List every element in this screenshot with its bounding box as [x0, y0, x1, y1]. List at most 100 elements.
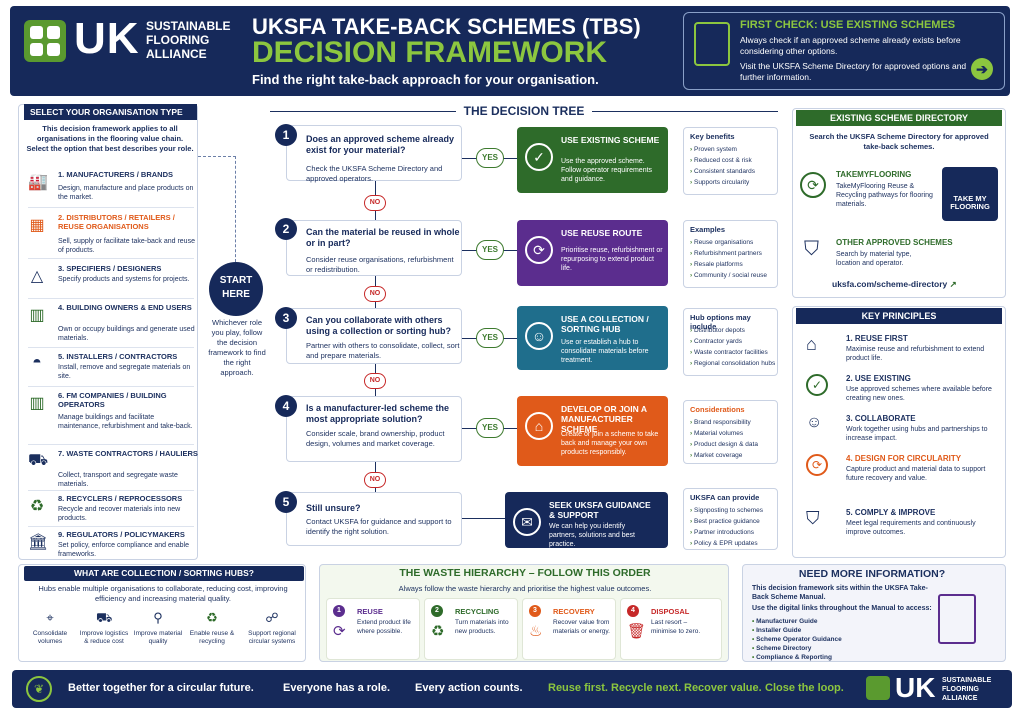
- page-subtitle: Find the right take-back approach for yo…: [252, 72, 599, 87]
- recycle-icon: ⟳: [800, 172, 826, 198]
- scheme-directory-panel: [792, 108, 1006, 298]
- first-check-title: FIRST CHECK: USE EXISTING SCHEMES: [740, 19, 956, 31]
- recycle-icon: ♻: [431, 623, 445, 640]
- list-key-benefits: Key benefitsProven systemReduced cost & …: [683, 127, 778, 195]
- step-number: 3: [275, 307, 297, 329]
- truck-icon: ⛟: [96, 610, 113, 625]
- footer-logo-uk: UK: [895, 672, 936, 703]
- house-icon: ⌂: [806, 334, 817, 354]
- hub-benefit: ⛟Improve logistics & reduce cost: [79, 610, 129, 645]
- no-label: NO: [364, 286, 386, 302]
- more-info-heading: NEED MORE INFORMATION?: [798, 568, 946, 580]
- hub-benefit: ⌖Consolidate volumes: [32, 610, 68, 645]
- question-desc: Contact UKSFA for guidance and support t…: [306, 517, 452, 536]
- government-icon: 🏛: [28, 534, 49, 551]
- list-examples: ExamplesReuse organisationsRefurbishment…: [683, 220, 778, 288]
- step-number: 5: [275, 491, 297, 513]
- link-scheme-directory[interactable]: Scheme Directory: [752, 644, 842, 653]
- uksfa-logo-icon: [24, 20, 66, 62]
- no-label: NO: [364, 373, 386, 389]
- footer-logo-text: SUSTAINABLE FLOORING ALLIANCE: [942, 677, 992, 702]
- list-hub-options: Hub options may includeDistributor depot…: [683, 308, 778, 376]
- arrow-right-icon[interactable]: ➔: [971, 58, 993, 80]
- key-principles-panel: [792, 306, 1006, 558]
- check-icon: ✓: [525, 143, 553, 171]
- office-icon: ▥: [29, 395, 45, 412]
- yes-label: YES: [476, 148, 504, 168]
- reuse-icon: ⟳: [333, 623, 346, 640]
- magnifier-icon: ⚲: [153, 610, 163, 625]
- start-description: Whichever role you play, follow the deci…: [208, 318, 266, 377]
- hub-benefit: ☍Support regional circular systems: [248, 610, 296, 645]
- recycle-icon: ♻: [206, 610, 218, 625]
- shield-check-icon: ⛉: [806, 508, 820, 528]
- first-check-box: [683, 12, 1005, 90]
- leaf-icon: ❦: [26, 676, 52, 702]
- hub-benefit: ⚲Improve material quality: [133, 610, 183, 645]
- footer-tagline-2: Everyone has a role.: [283, 682, 390, 694]
- more-info-desc: This decision framework sits within the …: [752, 585, 932, 612]
- link-compliance-reporting[interactable]: Compliance & Reporting: [752, 653, 842, 662]
- waste-intro: Always follow the waste hierarchy and pr…: [398, 584, 652, 593]
- question-box-1: [286, 125, 462, 181]
- logo-text: SUSTAINABLE FLOORING ALLIANCE: [146, 19, 231, 61]
- hubs-heading: WHAT ARE COLLECTION / SORTING HUBS?: [24, 566, 304, 581]
- no-label: NO: [364, 472, 386, 488]
- organisation-intro: This decision framework applies to all o…: [26, 124, 194, 153]
- footer-green-4: Close the loop.: [765, 682, 844, 694]
- hub-benefit: ♻Enable reuse & recycling: [189, 610, 235, 645]
- truck-icon: ⛟: [28, 452, 49, 469]
- step-number: 1: [275, 124, 297, 146]
- more-info-links: Manufacturer Guide Installer Guide Schem…: [752, 617, 842, 662]
- question-box-5: [286, 492, 462, 546]
- connector-line: [462, 518, 506, 519]
- people-icon: ☺: [806, 414, 823, 431]
- cycle-icon: ⟳: [806, 454, 828, 476]
- link-manufacturer-guide[interactable]: Manufacturer Guide: [752, 617, 842, 626]
- other-schemes-desc: Search by material type, location and op…: [836, 251, 912, 267]
- footer-tagline-1: Better together for a circular future.: [68, 682, 254, 694]
- question-box-4: [286, 396, 462, 462]
- step-number: 2: [275, 218, 297, 240]
- page-title: UKSFA TAKE-BACK SCHEMES (TBS): [252, 14, 641, 39]
- hardhat-icon: ◓: [32, 354, 42, 371]
- question-desc: Consider reuse organisations, refurbishm…: [306, 255, 454, 274]
- link-installer-guide[interactable]: Installer Guide: [752, 626, 842, 635]
- organisation-heading: SELECT YOUR ORGANISATION TYPE: [24, 104, 197, 120]
- people-icon: ☺: [525, 322, 553, 350]
- factory-icon: ⌂: [525, 412, 553, 440]
- list-uksfa-provides: UKSFA can provideSignposting to schemesB…: [683, 488, 778, 550]
- factory-icon: 🏭: [28, 174, 48, 191]
- first-check-body: Always check if an approved scheme alrea…: [740, 35, 967, 82]
- directory-intro: Search the UKSFA Scheme Directory for ap…: [809, 132, 989, 151]
- recycle-icon: ♻: [29, 498, 45, 515]
- reuse-icon: ⟳: [525, 236, 553, 264]
- question-box-3: [286, 308, 462, 364]
- bin-icon: 🗑: [627, 623, 647, 640]
- link-scheme-operator-guidance[interactable]: Scheme Operator Guidance: [752, 635, 842, 644]
- directory-link[interactable]: uksfa.com/scheme-directory ↗: [832, 279, 957, 289]
- footer-tagline-3: Every action counts.: [415, 682, 523, 694]
- tmf-title: TAKEMYFLOORING: [836, 170, 912, 179]
- question-desc: Consider scale, brand ownership, product…: [306, 429, 445, 448]
- header-banner: [10, 6, 1010, 96]
- connector-line: [198, 156, 236, 262]
- step-number: 4: [275, 395, 297, 417]
- question-title: Can the material be reused in whole or i…: [306, 227, 460, 248]
- tmf-desc: TakeMyFlooring Reuse & Recycling pathway…: [836, 183, 933, 208]
- question-title: Still unsure?: [306, 503, 361, 513]
- shield-icon: ⛉: [804, 238, 819, 260]
- footer-green-3: Recover value.: [684, 682, 762, 694]
- logo-uk: UK: [74, 14, 140, 63]
- page-title-main: DECISION FRAMEWORK: [252, 36, 607, 69]
- directory-heading: EXISTING SCHEME DIRECTORY: [796, 110, 1002, 126]
